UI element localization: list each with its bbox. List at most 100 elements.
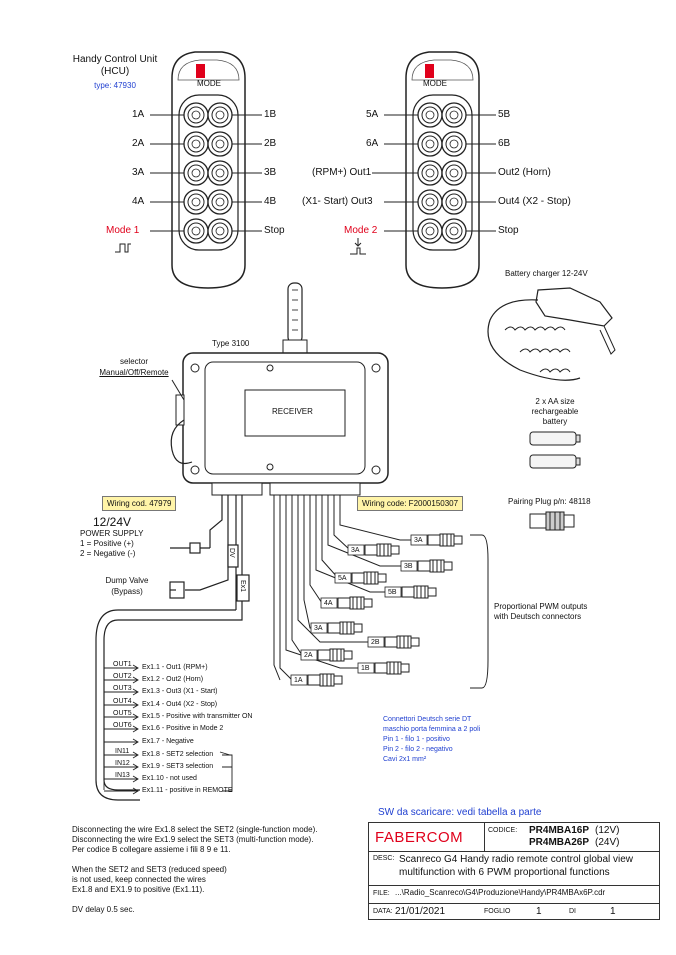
brand-cell: FABERCOM [369,823,485,851]
btn-label: 3A [132,167,145,178]
receiver-unit [170,282,389,496]
btn-label: (X1- Start) Out3 [302,196,373,207]
conn-tag: 3A [351,547,360,554]
btn-label: 4B [264,196,277,207]
deutsch-l1: Connettori Deutsch serie DT [383,716,472,723]
aa-batteries [529,431,581,469]
ex-line: Ex1.2 - Out2 (Horn) [142,676,204,683]
desc2: multifunction with 6 PWM proportional fu… [399,867,610,878]
hcu-type: type: 47930 [94,81,136,90]
hcu-subtitle: (HCU) [100,66,130,77]
receiver-label: RECEIVER [272,407,313,416]
code1-voltage: (12V) [595,825,620,836]
ex1-lines [103,660,233,795]
battery-charger [487,287,616,381]
mode-badge-right: MODE [423,79,447,88]
note: When the SET2 and SET3 (reduced speed) [72,865,227,874]
btn-label: Out2 (Horn) [498,167,551,178]
ex-line: Ex1.10 - not used [142,775,197,782]
foglio-label: FOGLIO [484,908,511,915]
outputs-line2: with Deutsch connectors [494,612,582,621]
wiring-right: Wiring code: F2000150307 [357,496,464,511]
ex-line: Ex1.1 - Out1 (RPM+) [142,664,208,671]
aa-line1: 2 x AA size [535,397,575,406]
conn-tag: 4A [324,600,333,607]
brand-logo: FABERCOM [375,829,464,846]
power-title: POWER SUPPLY [80,529,144,538]
title-block: FABERCOM CODICE: PR4MBA16P (12V) PR4MBA2… [368,822,660,920]
conn-tag: 3A [314,625,323,632]
ex-tag: OUT3 [113,685,132,692]
conn-tag: 1A [294,677,303,684]
wiring-left: Wiring cod. 47979 [102,496,177,511]
deutsch-connectors [307,533,463,687]
btn-label-mode2: Mode 2 [344,225,378,236]
btn-label: 5A [366,109,379,120]
conn-tag: 2B [371,639,380,646]
aa-line2: rechargeable [531,407,579,416]
ex-tag: OUT4 [113,698,132,705]
dump-line2: (Bypass) [111,587,143,596]
conn-tag: 5A [338,575,347,582]
ex-line: Ex1.9 - SET3 selection [142,763,214,770]
ex-tag: OUT6 [113,722,132,729]
conn-tag: 2A [304,652,313,659]
ex-tag: OUT5 [113,710,132,717]
btn-label: 1A [132,109,145,120]
btn-label: 4A [132,196,145,207]
mode-badge-left: MODE [197,79,221,88]
power-pos: 1 = Positive (+) [80,539,134,548]
ex-line: Ex1.11 - positive in REMOTE [142,787,233,794]
note: Disconnecting the wire Ex1.9 select the … [72,835,314,844]
note: is not used, keep connected the wires [72,875,206,884]
file-path: ...\Radio_Scanreco\G4\Produzione\Handy\P… [395,888,606,897]
aa-line3: battery [542,417,568,426]
ex-tag: OUT2 [113,673,132,680]
ex-tag: IN12 [115,760,130,767]
selector-line2: Manual/Off/Remote [99,368,169,377]
btn-label: 2A [132,138,145,149]
note: Ex1.8 and EX1.9 to positive (Ex1.11). [72,885,205,894]
deutsch-l2: maschio porta femmina a 2 poli [383,726,481,733]
btn-label: Stop [264,225,285,236]
dv-tag: DV [228,548,235,558]
power-neg: 2 = Negative (-) [80,549,136,558]
btn-label: 1B [264,109,277,120]
outputs-bracket [470,534,489,689]
sw-note: SW da scaricare: vedi tabella a parte [378,807,542,818]
pairing-label: Pairing Plug p/n: 48118 [508,497,591,506]
btn-label: 3B [264,167,277,178]
conn-tag: 3A [414,537,423,544]
dump-line1: Dump Valve [105,576,149,585]
btn-label: 6A [366,138,379,149]
conn-tag: 3B [404,563,413,570]
ex-line: Ex1.7 - Negative [142,738,194,745]
selector-line1: selector [119,357,148,366]
deutsch-l4: Pin 2 - filo 2 - negativo [383,746,453,753]
left-cables [95,495,250,801]
btn-label: Stop [498,225,519,236]
ex-tag: IN11 [115,748,130,755]
date: 21/01/2021 [395,906,446,917]
conn-tag: 1B [361,665,370,672]
btn-label: 2B [264,138,277,149]
note: Per codice B collegare assieme i fili 8 … [72,845,231,854]
right-remote [350,51,496,289]
receiver-type: Type 3100 [212,339,250,348]
left-remote [115,51,262,289]
btn-label: (RPM+) Out1 [312,167,372,178]
ex-line: Ex1.6 - Positive in Mode 2 [142,725,224,732]
btn-label-mode1: Mode 1 [106,225,140,236]
outputs-line1: Proportional PWM outputs [494,602,588,611]
di-label: DI [569,908,576,915]
codice-label: CODICE: [488,827,518,834]
desc1: Scanreco G4 Handy radio remote control g… [399,854,634,865]
btn-label: Out4 (X2 - Stop) [498,196,571,207]
ex-tag: OUT1 [113,661,132,668]
note: Disconnecting the wire Ex1.8 select the … [72,825,318,834]
desc-label: DESC: [373,855,395,862]
btn-label: 5B [498,109,511,120]
code2-voltage: (24V) [595,837,620,848]
hcu-title: Handy Control Unit [72,54,158,65]
